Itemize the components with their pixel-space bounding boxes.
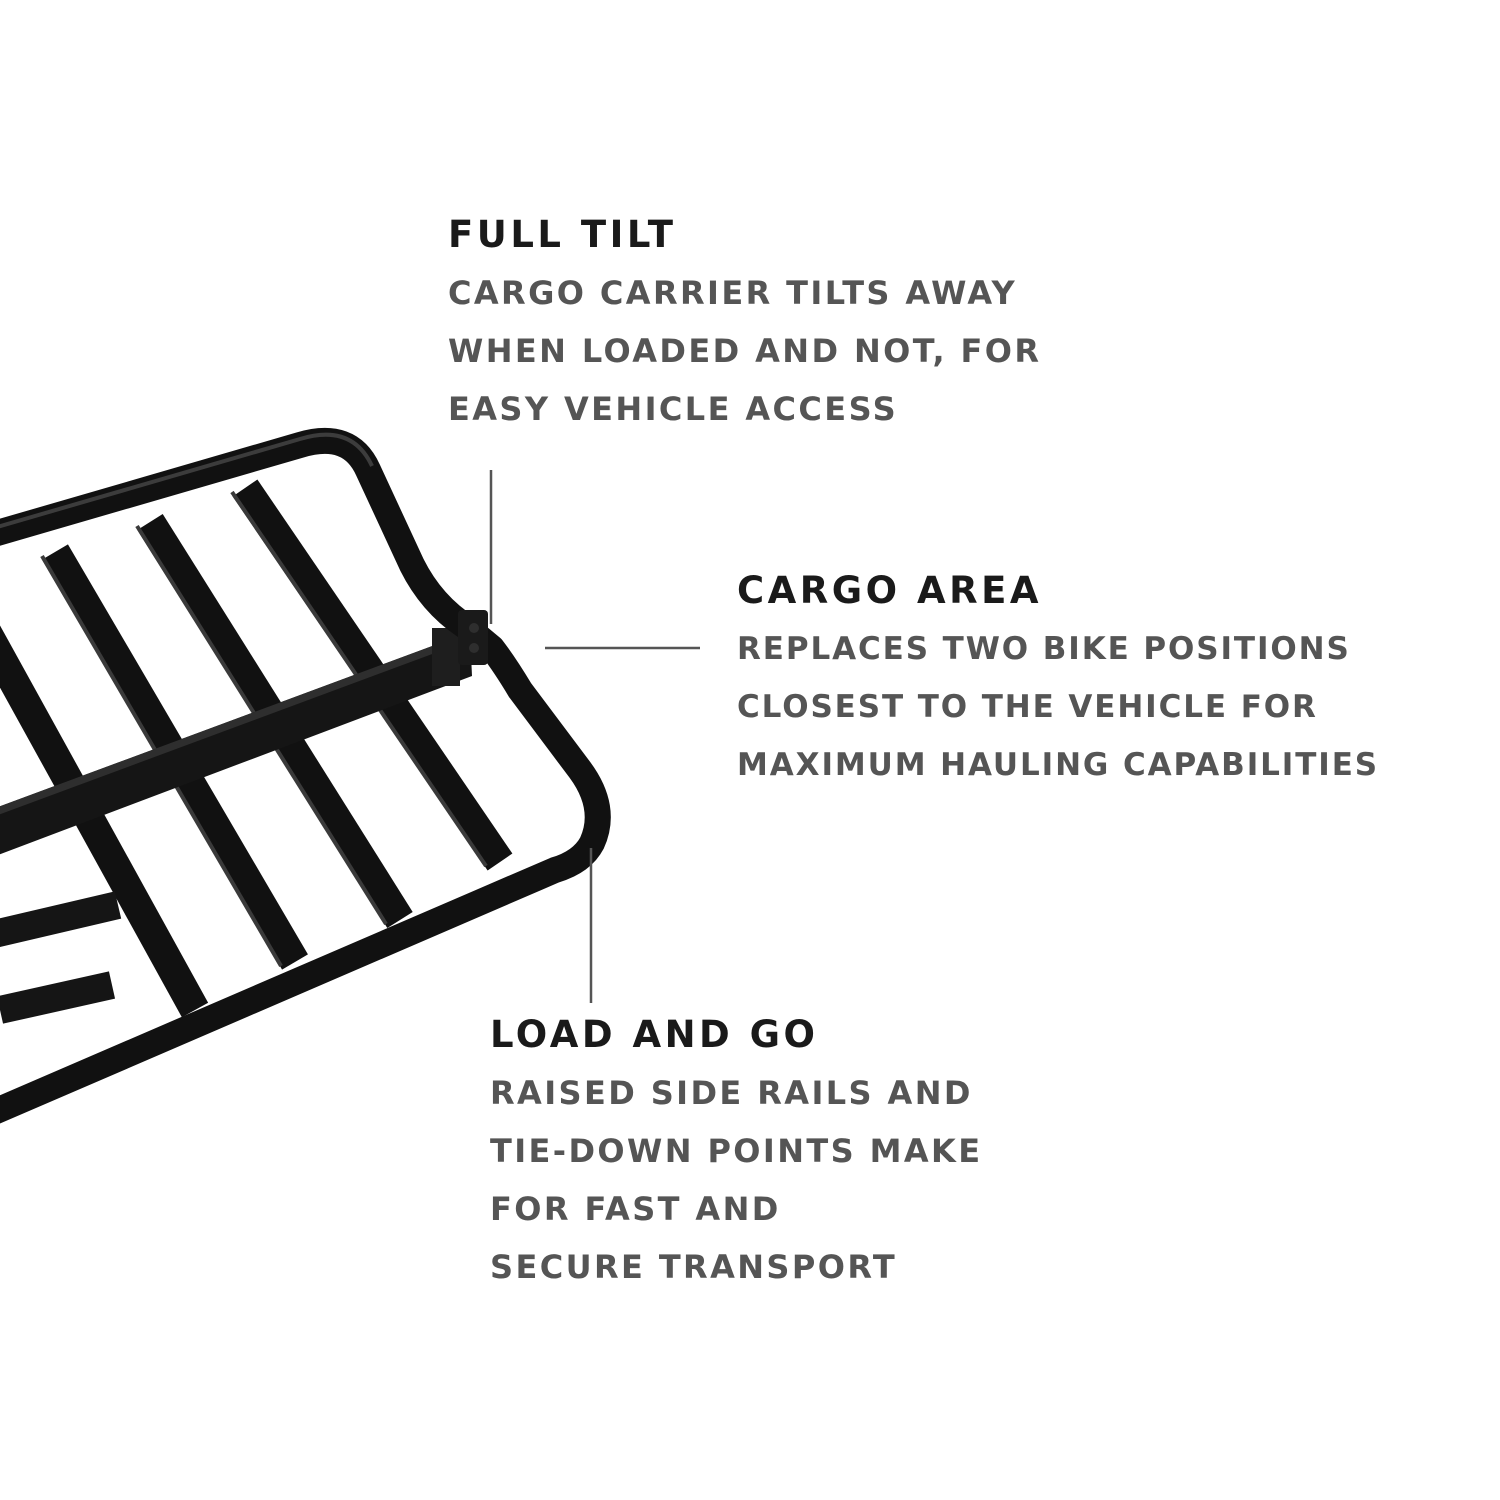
callout-title: FULL TILT [448,213,677,256]
carrier-frame-rail [0,427,611,1124]
carrier-cross-beam [0,628,472,855]
callout-line: CLOSEST TO THE VEHICLE FOR [737,689,1318,725]
callout-full-tilt: FULL TILT CARGO CARRIER TILTS AWAY WHEN … [448,206,1041,438]
callout-cargo-area: CARGO AREA REPLACES TWO BIKE POSITIONS C… [737,562,1379,794]
hinge-bracket [458,610,488,665]
leader-lines [489,470,700,1003]
callout-title: LOAD AND GO [490,1013,819,1056]
callout-line: FOR FAST AND [490,1190,781,1228]
callout-line: MAXIMUM HAULING CAPABILITIES [737,747,1380,783]
callout-line: EASY VEHICLE ACCESS [448,390,899,428]
callout-line: SECURE TRANSPORT [490,1248,898,1286]
callout-title: CARGO AREA [737,569,1043,612]
callout-load-and-go: LOAD AND GO RAISED SIDE RAILS AND TIE-DO… [490,1006,982,1296]
callout-line: RAISED SIDE RAILS AND [490,1074,973,1112]
callout-line: REPLACES TWO BIKE POSITIONS [737,631,1351,667]
callout-line: TIE-DOWN POINTS MAKE [490,1132,983,1170]
callout-line: WHEN LOADED AND NOT, FOR [448,332,1042,370]
callout-line: CARGO CARRIER TILTS AWAY [448,274,1018,312]
